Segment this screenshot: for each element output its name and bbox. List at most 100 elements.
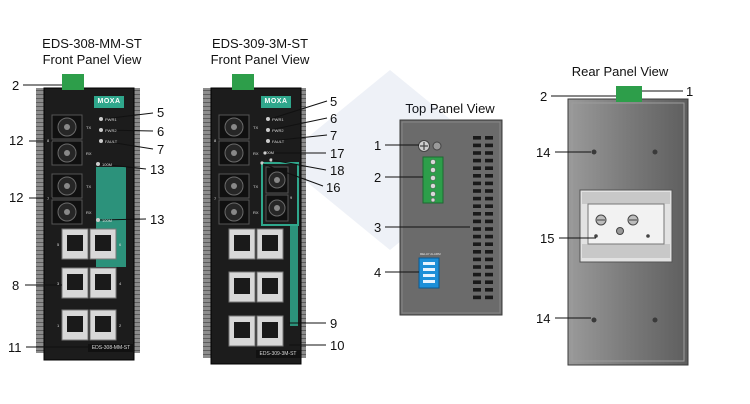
vent-slot (485, 166, 493, 170)
callout-rear-1: 1 (686, 84, 694, 99)
vent-slot (473, 143, 481, 148)
eds309-led-pwr2 (266, 128, 270, 132)
eds309-led-pwr1 (266, 117, 270, 121)
eds308-led-100m-8 (96, 162, 100, 166)
vent-slot (473, 174, 481, 178)
vent-slot (473, 227, 481, 231)
title-eds309: EDS-309-3M-ST Front Panel View (190, 36, 330, 68)
rear-screw-hole-bl (591, 317, 597, 323)
eds308-fiber-port-tx8 (51, 114, 83, 140)
vent-slot (473, 219, 481, 224)
vent-slot (485, 295, 493, 300)
vent-slot (473, 204, 481, 208)
vent-slot (485, 136, 493, 140)
vent-slot (473, 288, 481, 292)
vent-slot (473, 196, 481, 201)
vent-slot (473, 136, 481, 140)
eds309-front-panel (203, 74, 306, 365)
eds308-led-100m-7 (96, 218, 100, 222)
callout-eds309-6: 6 (330, 111, 338, 126)
vent-slot (473, 250, 481, 254)
eds309-label-rx7: RX (253, 210, 259, 215)
vent-slot (473, 166, 481, 170)
callout-eds309-7: 7 (330, 128, 338, 143)
eds309-led-17 (263, 151, 267, 155)
vent-slot (485, 189, 493, 193)
eds308-label-tx8: TX (86, 125, 92, 130)
vent-slot (473, 234, 481, 239)
callout-eds308-12b: 12 (9, 190, 24, 205)
eds309-label-tx7: TX (253, 184, 259, 189)
eds309-label-port7: 7 (214, 196, 217, 201)
eds308-label-tx7: TX (86, 184, 92, 189)
vent-slot (485, 250, 493, 254)
eds308-label-p3: 3 (57, 281, 60, 286)
vent-slot (485, 151, 493, 155)
vent-slot (473, 189, 481, 193)
vent-slot (485, 143, 493, 148)
eds308-led-fault (99, 139, 103, 143)
vent-slot (485, 212, 493, 216)
top-panel (399, 119, 503, 316)
rear-din-clip (616, 86, 642, 102)
eds308-label-p5: 5 (57, 242, 60, 247)
callout-top-2: 2 (374, 170, 382, 185)
eds309-port9-frame (261, 162, 299, 226)
title-top-panel: Top Panel View (405, 101, 495, 116)
eds308-label-100m-7: 100M (102, 218, 113, 223)
callout-eds308-5: 5 (157, 105, 165, 120)
eds309-fiber-port-tx7 (218, 173, 250, 199)
eds308-model-plate: EDS-308-MM-ST (88, 344, 134, 352)
eds308-label-p4: 4 (119, 281, 122, 286)
eds308-label-rx8: RX (86, 151, 92, 156)
rear-panel (567, 86, 689, 366)
dip-switch-label: RELAY ALARM (420, 252, 441, 256)
title-eds308-view: Front Panel View (42, 52, 142, 67)
din-rail-bracket (579, 189, 673, 263)
callout-eds308-11: 11 (8, 340, 22, 355)
callout-rear-2: 2 (540, 89, 548, 104)
callout-eds309-16: 16 (326, 180, 341, 195)
rear-screw-hole-br (652, 317, 658, 323)
vent-slot (473, 212, 481, 216)
top-panel-vents (473, 136, 493, 300)
eds308-label-rx7: RX (86, 210, 92, 215)
title-eds309-model: EDS-309-3M-ST (211, 36, 309, 51)
vent-slot (473, 272, 481, 277)
eds308-label-p2: 2 (119, 323, 122, 328)
vent-slot (485, 219, 493, 224)
eds309-led-strip (290, 226, 298, 326)
eds309-fiber-port-rx9 (265, 194, 289, 222)
callout-top-4: 4 (374, 265, 382, 280)
vent-slot (473, 257, 481, 262)
callout-eds309-17: 17 (330, 146, 345, 161)
callout-top-3: 3 (374, 220, 382, 235)
eds309-led-label-pwr1: PWR1 (272, 117, 284, 122)
eds308-fiber-port-rx8 (51, 140, 83, 166)
eds308-fiber-port-rx7 (51, 199, 83, 225)
callout-eds308-13b: 13 (150, 212, 165, 227)
eds309-model-plate: EDS-309-3M-ST (256, 350, 300, 358)
callout-eds308-2: 2 (12, 78, 20, 93)
eds308-led-label-fault: FAULT (105, 139, 118, 144)
vent-slot (485, 272, 493, 277)
vent-slot (485, 234, 493, 239)
eds308-led-label-pwr2: PWR2 (105, 128, 117, 133)
eds309-fiber-port-rx7 (218, 199, 250, 225)
eds309-label-port8: 8 (214, 138, 217, 143)
callout-eds309-9: 9 (330, 316, 338, 331)
eds309-led-label-pwr2: PWR2 (272, 128, 284, 133)
eds308-label-100m-8: 100M (102, 162, 113, 167)
callout-rear-14a: 14 (536, 145, 551, 160)
eds308-led-label-pwr1: PWR1 (105, 117, 117, 122)
vent-slot (485, 257, 493, 262)
callout-rear-15: 15 (540, 231, 555, 246)
eds309-label-100m: 100M (264, 150, 275, 155)
eds309-label-tx8: TX (253, 125, 259, 130)
vent-slot (473, 242, 481, 246)
callout-eds308-7: 7 (157, 142, 165, 157)
vent-slot (473, 295, 481, 300)
callout-eds308-12a: 12 (9, 133, 24, 148)
